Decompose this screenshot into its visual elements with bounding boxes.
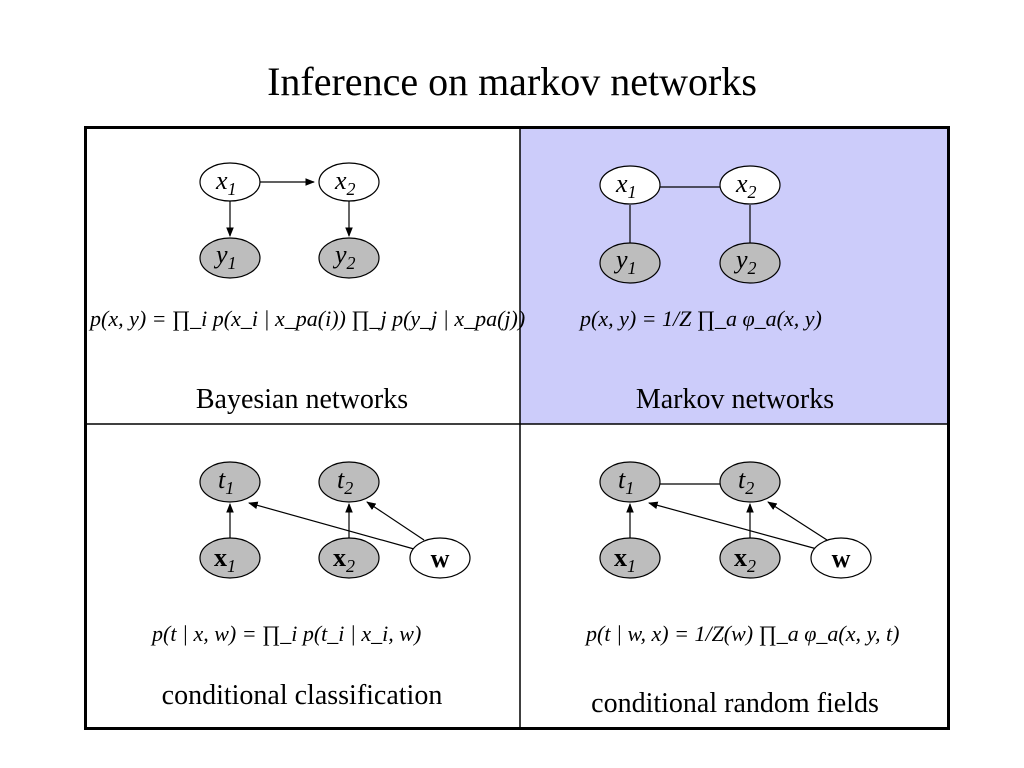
slide-title: Inference on markov networks xyxy=(267,59,757,104)
grid-svg: x1 x2 y1 y2 x1 x2 y1 y2 xyxy=(84,126,950,730)
label-x1: x1 xyxy=(215,166,237,199)
node-x1 xyxy=(199,162,261,202)
label-y2: y2 xyxy=(733,245,757,278)
label-t1: t1 xyxy=(618,465,634,498)
node-y2 xyxy=(318,237,380,279)
label-y1: y1 xyxy=(613,245,637,278)
label-x2: x2 xyxy=(333,543,355,576)
panel-grid: x1 x2 y1 y2 x1 x2 y1 y2 xyxy=(84,126,950,730)
node-x2 xyxy=(719,165,781,205)
crf-formula: p(t | w, x) = 1/Z(w) ∏_a φ_a(x, y, t) xyxy=(586,623,900,645)
node-x2 xyxy=(719,537,781,579)
label-x1: x1 xyxy=(615,169,637,202)
formula-text: p(t | x, w) = ∏_i p(t_i | x_i, w) xyxy=(152,621,422,646)
crf-graph: t1 t2 x1 x2 w xyxy=(599,461,872,579)
node-t1 xyxy=(199,461,261,503)
caption-bayesian: Bayesian networks xyxy=(195,384,409,415)
caption-conditional-classification: conditional classification xyxy=(161,680,443,711)
edge-w-t2 xyxy=(366,501,425,541)
node-w xyxy=(810,537,872,579)
label-w: w xyxy=(832,544,851,573)
edge-w-t1 xyxy=(648,501,818,550)
node-x1 xyxy=(599,165,661,205)
label-x1: x1 xyxy=(214,543,236,576)
node-y1 xyxy=(599,242,661,284)
label-w: w xyxy=(431,544,450,573)
bayesian-formula: p(x, y) = ∏_i p(x_i | x_pa(i)) ∏_j p(y_j… xyxy=(90,308,525,330)
node-x1 xyxy=(199,537,261,579)
formula-text: p(t | w, x) = 1/Z(w) ∏_a φ_a(x, y, t) xyxy=(586,621,900,646)
node-x2 xyxy=(318,162,380,202)
node-t2 xyxy=(318,461,380,503)
markov-formula: p(x, y) = 1/Z ∏_a φ_a(x, y) xyxy=(580,308,822,330)
node-x2 xyxy=(318,537,380,579)
cc-graph: t1 t2 x1 x2 w xyxy=(199,461,471,579)
node-t1 xyxy=(599,461,661,503)
label-y1: y1 xyxy=(213,240,237,273)
formula-text: p(x, y) = 1/Z ∏_a φ_a(x, y) xyxy=(580,306,822,331)
node-t2 xyxy=(719,461,781,503)
label-t2: t2 xyxy=(337,465,353,498)
caption-markov: Markov networks xyxy=(635,384,835,415)
label-t2: t2 xyxy=(738,465,754,498)
label-x2: x2 xyxy=(734,543,756,576)
label-y2: y2 xyxy=(332,240,356,273)
label-x1: x1 xyxy=(614,543,636,576)
caption-crf: conditional random fields xyxy=(591,688,879,719)
edge-w-t2 xyxy=(767,501,828,541)
node-y1 xyxy=(199,237,261,279)
bayesian-graph: x1 x2 y1 y2 xyxy=(199,162,380,279)
label-t1: t1 xyxy=(218,465,234,498)
edge-w-t1 xyxy=(248,501,415,550)
node-w xyxy=(409,537,471,579)
label-x2: x2 xyxy=(735,169,757,202)
cc-formula: p(t | x, w) = ∏_i p(t_i | x_i, w) xyxy=(152,623,421,645)
formula-text: p(x, y) = ∏_i p(x_i | x_pa(i)) ∏_j p(y_j… xyxy=(90,306,526,331)
node-y2 xyxy=(719,242,781,284)
grid-border xyxy=(84,126,950,730)
label-x2: x2 xyxy=(334,166,356,199)
node-x1 xyxy=(599,537,661,579)
markov-graph: x1 x2 y1 y2 xyxy=(599,165,781,284)
